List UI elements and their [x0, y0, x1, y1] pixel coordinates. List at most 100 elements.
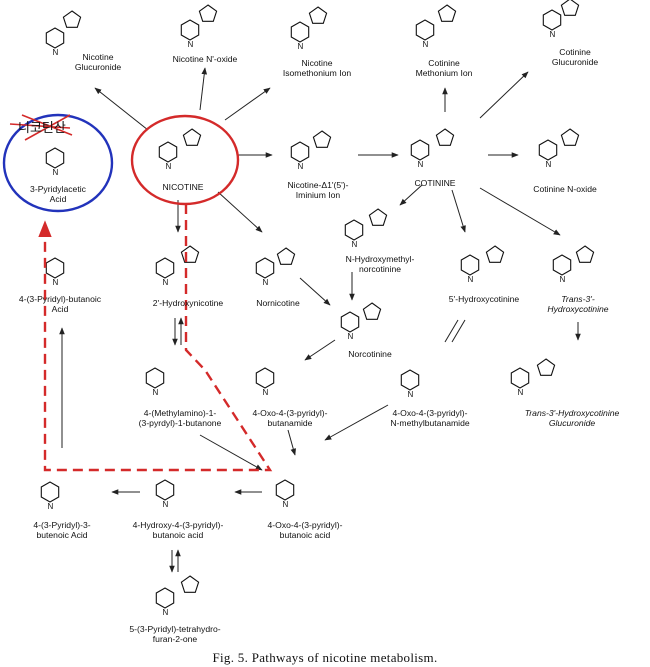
norcotinine-n-atom: N	[348, 332, 354, 341]
butenoic-pyridine-ring	[40, 481, 60, 503]
iminium-pyridine-ring	[290, 141, 310, 163]
hydroxy-butanoic-n-atom: N	[163, 500, 169, 509]
arrow-to-hydroxymethyl	[399, 184, 423, 206]
label-trans-hydroxycotinine: Trans-3'-Hydroxycotinine	[547, 294, 608, 314]
arrow-to-trans-hydroxycotinine	[479, 187, 561, 236]
norcotinine-pyridine-ring	[340, 311, 360, 333]
label-methylamino-butanone: 4-(Methylamino)-1-(3-pyrdyl)-1-butanone	[139, 408, 222, 428]
label-nicotine-n-oxide: Nicotine N'-oxide	[173, 54, 238, 64]
nicotine-n-oxide-n-atom: N	[188, 40, 194, 49]
label-hydroxy-butanoic: 4-Hydroxy-4-(3-pyridyl)-butanoic acid	[133, 520, 224, 540]
cotinine-glucuronide-five-ring	[560, 0, 580, 16]
trans-hydroxycotinine-five-ring	[575, 245, 595, 263]
reaction-arrows	[59, 67, 581, 573]
trans-hydroxycotinine-n-atom: N	[560, 275, 566, 284]
cotinine-methonium-n-atom: N	[423, 40, 429, 49]
label-butenoic: 4-(3-Pyridyl)-3-butenoic Acid	[33, 520, 90, 540]
cotinine-n-atom: N	[418, 160, 424, 169]
nicotine-pyridine-ring	[158, 141, 178, 163]
oxo-butanamide-n-atom: N	[263, 388, 269, 397]
cotinine-n-oxide-five-ring	[560, 128, 580, 146]
arrow-to-cotinine-glucuronide	[479, 71, 529, 119]
5-hydroxycotinine-pyridine-ring	[460, 254, 480, 276]
equilibrium-line-b	[451, 319, 466, 343]
methylamino-butanone-pyridine-ring	[145, 367, 165, 389]
arrow-to-5-hydroxycotinine	[451, 189, 466, 233]
arrow-to-nornicotine	[217, 191, 263, 233]
cotinine-pyridine-ring	[410, 139, 430, 161]
hydroxynicotine-pyridine-ring	[155, 257, 175, 279]
tetrahydrofuranone-five-ring	[180, 575, 200, 593]
label-iminium: Nicotine-Δ1'(5')-Iminium Ion	[287, 180, 348, 200]
trans-glucuronide-pyridine-ring	[510, 367, 530, 389]
5-hydroxycotinine-n-atom: N	[468, 275, 474, 284]
nicotine-five-ring	[182, 128, 202, 146]
strike-line-b	[21, 114, 73, 136]
label-5-hydroxycotinine: 5'-Hydroxycotinine	[449, 294, 520, 304]
oxo-methylbutanamide-n-atom: N	[408, 390, 414, 399]
korean-annotation: 니코틴산	[18, 121, 66, 136]
cotinine-glucuronide-n-atom: N	[550, 30, 556, 39]
tetrahydrofuranone-n-atom: N	[163, 608, 169, 617]
nicotine-n-oxide-pyridine-ring	[180, 19, 200, 41]
arrow-nornicotine-to-norcotinine	[299, 277, 331, 306]
nicotine-n-oxide-five-ring	[198, 4, 218, 22]
hydroxymethyl-norcotinine-pyridine-ring	[344, 219, 364, 241]
arrow-to-butanamide	[304, 339, 336, 361]
arrow-butanamide-to-oxobutanoic	[287, 429, 296, 456]
hydroxynicotine-five-ring	[180, 245, 200, 263]
hydroxynicotine-n-atom: N	[163, 278, 169, 287]
nornicotine-five-ring	[276, 247, 296, 265]
pyridyl-butanoic-n-atom: N	[53, 278, 59, 287]
arrow-to-glucuronide	[94, 87, 149, 131]
label-oxo-butanamide: 4-Oxo-4-(3-pyridyl)-butanamide	[253, 408, 328, 428]
trans-hydroxycotinine-pyridine-ring	[552, 254, 572, 276]
nicotine-glucuronide-five-ring	[62, 10, 82, 28]
tetrahydrofuranone-pyridine-ring	[155, 587, 175, 609]
oxo-butanamide-pyridine-ring	[255, 367, 275, 389]
nicotine-n-atom: N	[166, 162, 172, 171]
arrow-butanone-to-oxobutanoic	[199, 434, 263, 471]
arrow-methylbutanamide-to-oxobutanoic	[324, 404, 389, 441]
strike-line-c	[24, 114, 71, 141]
trans-glucuronide-n-atom: N	[518, 388, 524, 397]
isomethonium-five-ring	[308, 6, 328, 24]
figure-caption: Fig. 5. Pathways of nicotine metabolism.	[212, 650, 437, 665]
label-nicotine: NICOTINE	[162, 182, 203, 192]
5-hydroxycotinine-five-ring	[485, 245, 505, 263]
highlight-annotations: 니코틴산	[2, 113, 273, 472]
label-hydroxymethyl-norcotinine: N-Hydroxymethyl-norcotinine	[346, 254, 415, 274]
pyridyl-butanoic-pyridine-ring	[45, 257, 65, 279]
norcotinine-five-ring	[362, 302, 382, 320]
hydroxymethyl-norcotinine-five-ring	[368, 208, 388, 226]
strike-line-a	[9, 123, 71, 129]
hydroxy-butanoic-pyridine-ring	[155, 479, 175, 501]
oxo-butanoic-pyridine-ring	[275, 479, 295, 501]
iminium-n-atom: N	[298, 162, 304, 171]
arrow-to-n-oxide	[199, 67, 208, 111]
cotinine-methonium-five-ring	[437, 4, 457, 22]
isomethonium-pyridine-ring	[290, 21, 310, 43]
label-norcotinine: Norcotinine	[348, 349, 392, 359]
label-tetrahydrofuranone: 5-(3-Pyridyl)-tetrahydro-furan-2-one	[129, 624, 220, 644]
trans-glucuronide-five-ring	[536, 358, 556, 376]
cotinine-n-oxide-pyridine-ring	[538, 139, 558, 161]
label-cotinine-n-oxide: Cotinine N-oxide	[533, 184, 597, 194]
label-nornicotine: Nornicotine	[256, 298, 300, 308]
label-oxo-butanoic: 4-Oxo-4-(3-pyridyl)-butanoic acid	[268, 520, 343, 540]
butenoic-n-atom: N	[48, 502, 54, 511]
pyridylacetic-pyridine-ring	[45, 147, 65, 169]
cotinine-five-ring	[435, 128, 455, 146]
methylamino-butanone-n-atom: N	[153, 388, 159, 397]
nornicotine-pyridine-ring	[255, 257, 275, 279]
